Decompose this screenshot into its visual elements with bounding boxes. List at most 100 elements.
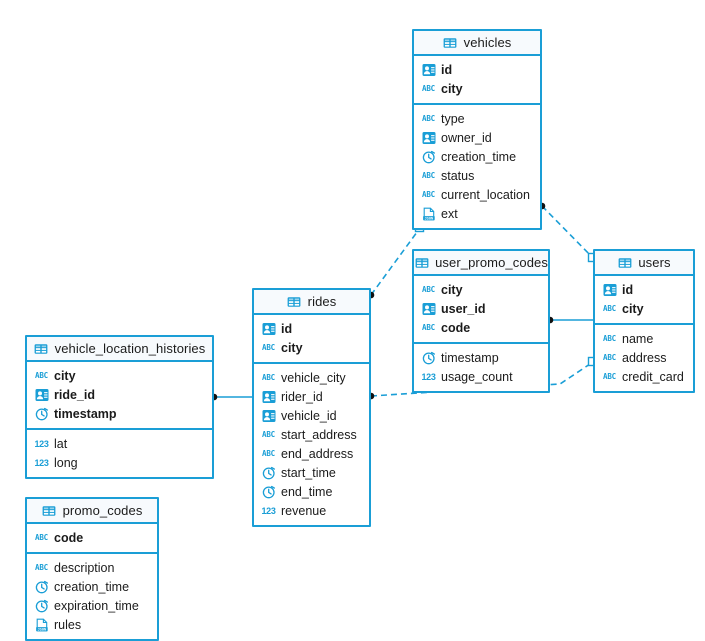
table-header-users[interactable]: users — [595, 251, 693, 276]
table-header-promo_codes[interactable]: promo_codes — [27, 499, 157, 524]
field-row[interactable]: id — [254, 319, 369, 338]
field-name: id — [441, 62, 453, 77]
field-row[interactable]: user_id — [414, 299, 548, 318]
field-name: type — [441, 111, 465, 126]
field-row[interactable]: expiration_time — [27, 596, 157, 615]
field-name: end_time — [281, 484, 333, 499]
table-header-rides[interactable]: rides — [254, 290, 369, 315]
field-name: ext — [441, 206, 458, 221]
field-name: vehicle_id — [281, 408, 337, 423]
table-title: vehicle_location_histories — [54, 341, 206, 356]
123-number-icon: 123 — [261, 505, 276, 516]
field-row[interactable]: ABC code — [414, 318, 548, 337]
table-header-vehicle_location_histories[interactable]: vehicle_location_histories — [27, 337, 212, 362]
relationship-vehicle_location_histories-to-rides[interactable] — [210, 393, 252, 401]
field-row[interactable]: owner_id — [414, 128, 540, 147]
field-row[interactable]: ABC city — [414, 79, 540, 98]
field-name: name — [622, 331, 654, 346]
field-row[interactable]: id — [414, 60, 540, 79]
clock-icon — [421, 149, 436, 164]
abc-string-icon: ABC — [422, 171, 435, 180]
key-card-icon — [602, 282, 617, 297]
svg-text:JSON: JSON — [424, 216, 432, 220]
field-row[interactable]: rider_id — [254, 387, 369, 406]
field-name: city — [622, 301, 644, 316]
field-row[interactable]: vehicle_id — [254, 406, 369, 425]
123-number-icon: 123 — [421, 371, 436, 382]
field-row[interactable]: timestamp — [27, 404, 212, 423]
abc-string-icon: ABC — [422, 84, 435, 93]
field-name: user_id — [441, 301, 486, 316]
field-name: code — [54, 530, 84, 545]
field-name: address — [622, 350, 667, 365]
field-name: code — [441, 320, 471, 335]
clock-icon — [34, 579, 49, 594]
abc-string-icon: ABC — [262, 373, 275, 382]
field-name: long — [54, 455, 78, 470]
key-card-icon — [261, 389, 276, 404]
field-row[interactable]: creation_time — [414, 147, 540, 166]
table-icon — [34, 341, 49, 356]
abc-string-icon: ABC — [603, 304, 616, 313]
field-name: rider_id — [281, 389, 323, 404]
field-row[interactable]: ride_id — [27, 385, 212, 404]
abc-string-icon: ABC — [422, 323, 435, 332]
key-card-icon — [421, 130, 436, 145]
field-row[interactable]: end_time — [254, 482, 369, 501]
field-row[interactable]: timestamp — [414, 348, 548, 367]
field-row[interactable]: JSON ext — [414, 204, 540, 223]
field-row[interactable]: ABC city — [595, 299, 693, 318]
relationship-user_promo_codes-to-users[interactable] — [546, 316, 593, 324]
abc-string-icon: ABC — [603, 372, 616, 381]
key-card-icon — [421, 301, 436, 316]
field-name: city — [441, 81, 463, 96]
field-name: rules — [54, 617, 82, 632]
table-header-user_promo_codes[interactable]: user_promo_codes — [414, 251, 548, 276]
field-row[interactable]: start_time — [254, 463, 369, 482]
abc-string-icon: ABC — [262, 449, 275, 458]
field-name: timestamp — [54, 406, 117, 421]
field-name: start_address — [281, 427, 357, 442]
table-icon — [414, 255, 429, 270]
field-row[interactable]: creation_time — [27, 577, 157, 596]
field-name: ride_id — [54, 387, 95, 402]
field-row[interactable]: JSON rules — [27, 615, 157, 634]
table-header-vehicles[interactable]: vehicles — [414, 31, 540, 56]
abc-string-icon: ABC — [35, 563, 48, 572]
field-name: current_location — [441, 187, 530, 202]
field-row[interactable]: id — [595, 280, 693, 299]
table-title: rides — [307, 294, 337, 309]
svg-text:JSON: JSON — [37, 627, 45, 631]
table-title: vehicles — [463, 35, 512, 50]
